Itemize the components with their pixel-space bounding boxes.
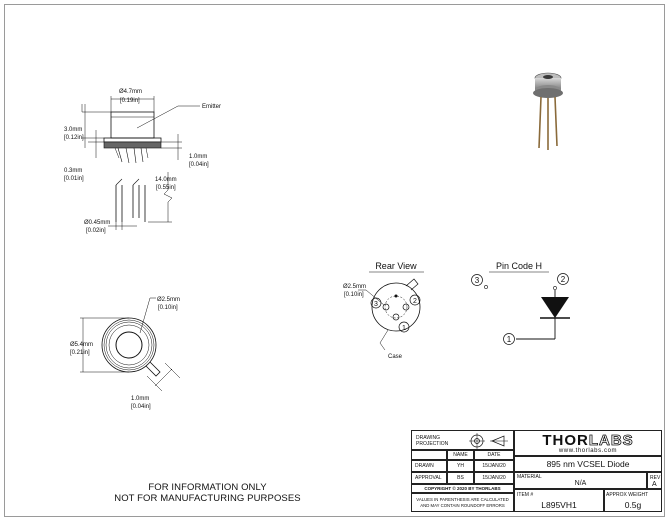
- tab-1-0-label: 1.0mm: [131, 396, 149, 402]
- approval-label: APPROVAL: [411, 472, 447, 484]
- pcd-2-5-label: Ø2.5mm: [157, 297, 180, 303]
- diode-symbol: [541, 297, 569, 318]
- lead-dia-label: Ø0.45mm: [84, 220, 110, 226]
- pin-code-diagram: [471, 271, 570, 345]
- logo-cell: THORLABS www.thorlabs.com: [514, 430, 662, 456]
- col-date-header: DATE: [474, 450, 514, 460]
- copyright: COPYRIGHT © 2020 BY THORLABS: [411, 484, 514, 493]
- dia-4-7-label: Ø4.7mm: [119, 89, 142, 95]
- rev-cell: REV A: [647, 472, 662, 489]
- material-label: MATERIAL: [517, 474, 542, 480]
- note-line-2: AND MAY CONTAIN ROUNDOFF ERRORS: [420, 503, 505, 508]
- can-body: [110, 111, 155, 139]
- item-value: L895VH1: [541, 500, 577, 510]
- title-block: DRAWING PROJECTION NAME DATE DRAWN YH 15…: [411, 430, 662, 512]
- dia-4-7-inch-label: [0.19in]: [120, 98, 140, 104]
- rear-pin-3-label: 3: [374, 301, 378, 308]
- bottom-view-labels: Ø2.5mm [0.10in] Ø5.4mm [0.21in] 1.0mm [0…: [70, 297, 180, 410]
- lead-length-label: 14.0mm: [155, 177, 177, 183]
- flange-0-3-inch-label: [0.01in]: [64, 176, 84, 182]
- rear-pcd-inch-label: [0.10in]: [344, 292, 364, 298]
- lead-length-inch-label: [0.55in]: [156, 185, 176, 191]
- rear-view-title: Rear View: [375, 261, 417, 271]
- side-view: [81, 96, 200, 230]
- rear-pcd-label: Ø2.5mm: [343, 284, 366, 290]
- weight-value: 0.5g: [624, 500, 642, 510]
- product-image: [533, 72, 563, 150]
- weight-cell: APPROX WEIGHT 0.5g: [604, 489, 662, 512]
- drawn-label: DRAWN: [411, 460, 447, 472]
- col-name-header: NAME: [447, 450, 474, 460]
- height-3-0-inch-label: [0.12in]: [64, 135, 84, 141]
- notice-line-1: FOR INFORMATION ONLY: [148, 482, 267, 493]
- thorlabs-logo: THORLABS: [542, 432, 634, 449]
- sheet-border: [4, 4, 665, 517]
- bottom-view: [80, 297, 181, 392]
- approval-date: 15/JAN/20: [474, 472, 514, 484]
- weight-label: APPROX WEIGHT: [606, 492, 649, 498]
- pin-code-3-label: 3: [475, 276, 480, 285]
- height-3-0-label: 3.0mm: [64, 127, 82, 133]
- emitter-label: Emitter: [202, 104, 221, 110]
- approval-name: BS: [447, 472, 474, 484]
- material-cell: MATERIAL N/A: [514, 472, 647, 489]
- drawn-date: 15/JAN/20: [474, 460, 514, 472]
- side-view-labels: Ø4.7mm [0.19in] Emitter 3.0mm [0.12in] 0…: [64, 89, 221, 234]
- notice-line-2: NOT FOR MANUFACTURING PURPOSES: [114, 493, 301, 504]
- pin-code-labels: Pin Code H 3 2 1: [475, 261, 566, 344]
- part-description: 895 nm VCSEL Diode: [514, 456, 662, 472]
- item-label: ITEM #: [517, 492, 534, 498]
- projection-label-2: PROJECTION: [416, 441, 449, 447]
- website: www.thorlabs.com: [558, 448, 618, 454]
- body-5-4-inch-label: [0.21in]: [70, 350, 90, 356]
- note-line-1: VALUES IN PARENTHESIS ARE CALCULATED: [416, 497, 509, 502]
- projection-cell: DRAWING PROJECTION: [411, 430, 514, 450]
- flange-0-3-label: 0.3mm: [64, 168, 82, 174]
- pin-code-title: Pin Code H: [496, 261, 542, 271]
- projection-label-1: DRAWING: [416, 435, 440, 441]
- rear-view-labels: Rear View Ø2.5mm [0.10in] 3 2 1 Case: [343, 261, 417, 360]
- flange-1-0-label: 1.0mm: [189, 154, 207, 160]
- pin-code-1-label: 1: [507, 335, 512, 344]
- pin-code-2-label: 2: [561, 275, 566, 284]
- rear-pin-2-label: 2: [413, 298, 417, 305]
- lead-dia-inch-label: [0.02in]: [86, 228, 106, 234]
- rev-value: A: [652, 481, 657, 488]
- case-label: Case: [388, 354, 403, 360]
- flange-1-0-inch-label: [0.04in]: [189, 162, 209, 168]
- body-5-4-label: Ø5.4mm: [70, 342, 93, 348]
- pcd-2-5-inch-label: [0.10in]: [158, 305, 178, 311]
- rev-label: REV: [650, 475, 661, 481]
- drawn-name: YH: [447, 460, 474, 472]
- notes-cell: VALUES IN PARENTHESIS ARE CALCULATED AND…: [411, 493, 514, 512]
- rear-view: [358, 271, 424, 351]
- item-cell: ITEM # L895VH1: [514, 489, 604, 512]
- rear-pin-1-label: 1: [402, 325, 406, 332]
- projection-symbol-icon: [469, 433, 508, 449]
- tab-1-0-inch-label: [0.04in]: [131, 404, 151, 410]
- can-flange: [103, 137, 162, 143]
- material-value: N/A: [574, 480, 587, 487]
